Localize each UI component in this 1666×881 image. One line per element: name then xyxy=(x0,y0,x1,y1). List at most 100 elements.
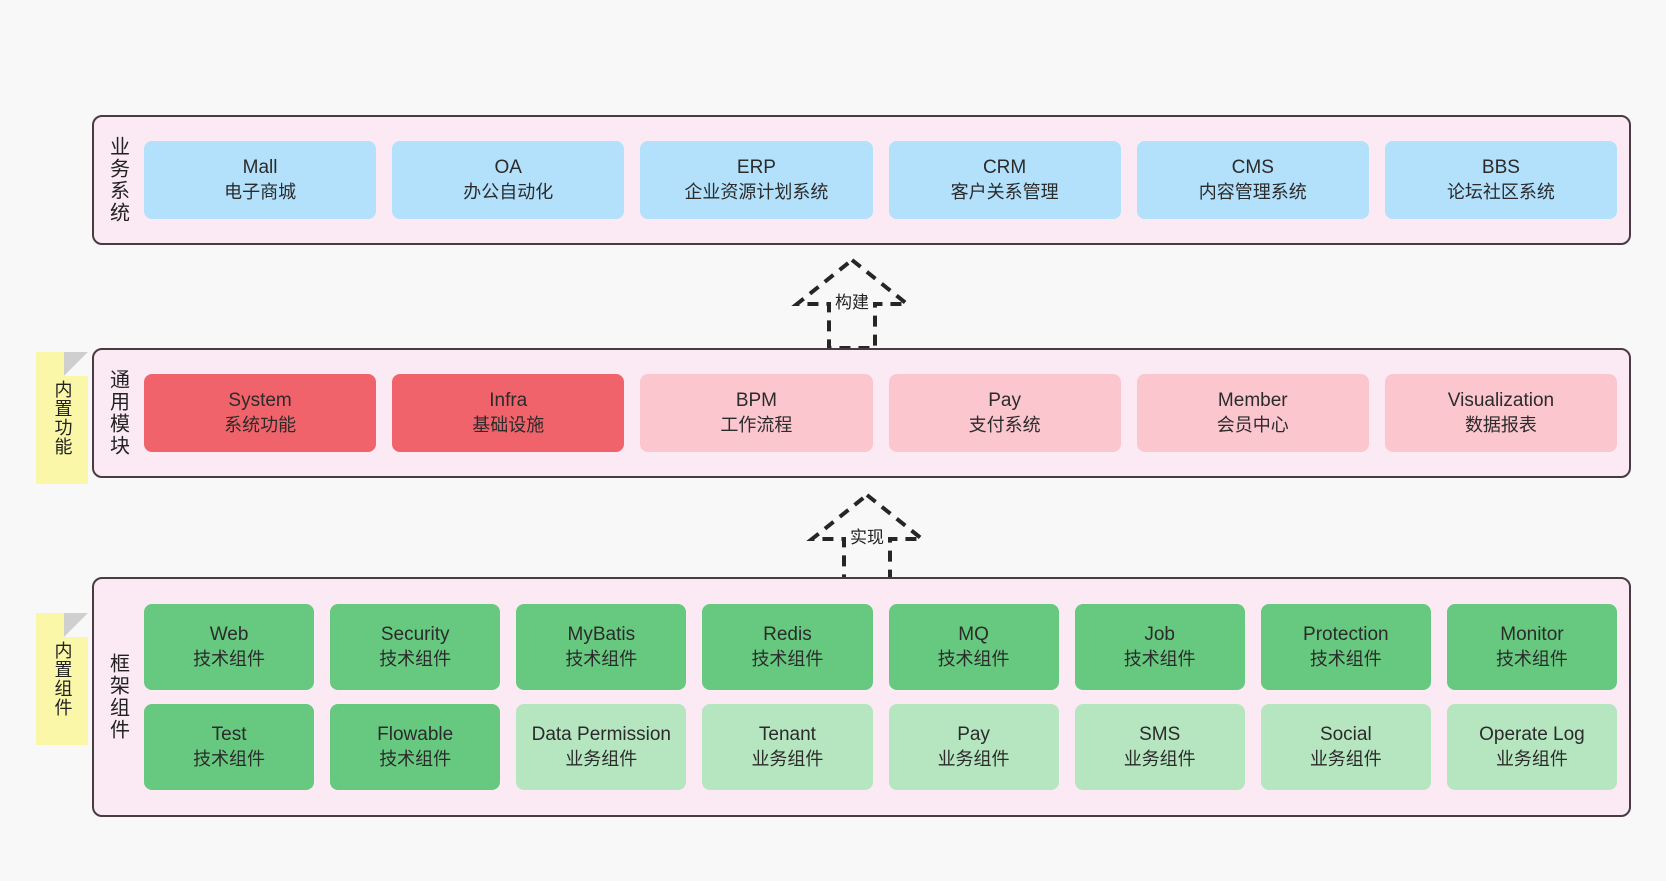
component-card-subtitle: 工作流程 xyxy=(720,414,793,435)
component-card-subtitle: 技术组件 xyxy=(379,748,452,769)
component-card-title: Tenant xyxy=(758,724,816,746)
component-card-title: Pay xyxy=(988,390,1021,412)
component-card-title: Test xyxy=(211,724,247,746)
component-card-title: Member xyxy=(1217,390,1288,412)
component-card-title: SMS xyxy=(1139,724,1181,746)
component-card-title: Social xyxy=(1319,724,1372,746)
connector-build: 构建 xyxy=(757,252,947,352)
component-card-subtitle: 技术组件 xyxy=(565,648,638,669)
component-card-subtitle: 业务组件 xyxy=(1123,748,1196,769)
component-card-title: CMS xyxy=(1231,157,1274,179)
component-card-title: BBS xyxy=(1481,157,1520,179)
component-card-subtitle: 企业资源计划系统 xyxy=(684,181,829,202)
component-card-subtitle: 技术组件 xyxy=(379,648,452,669)
component-card-title: Pay xyxy=(957,724,990,746)
component-card-title: OA xyxy=(494,157,522,179)
component-card-title: Monitor xyxy=(1500,624,1564,646)
component-card-title: Protection xyxy=(1303,624,1389,646)
component-card-subtitle: 客户关系管理 xyxy=(950,181,1059,202)
component-card-subtitle: 技术组件 xyxy=(193,648,266,669)
note-builtin-components-label: 内置组件 xyxy=(52,641,73,717)
component-card-title: Flowable xyxy=(377,724,454,746)
component-card-subtitle: 业务组件 xyxy=(565,748,638,769)
component-card-title: Data Permission xyxy=(531,724,671,746)
component-card-title: Infra xyxy=(489,390,528,412)
component-card-title: System xyxy=(228,390,292,412)
component-card-subtitle: 数据报表 xyxy=(1464,414,1537,435)
layer-title-framework-components: 框架组件 xyxy=(106,653,129,741)
layer-title-common-modules: 通用模块 xyxy=(106,369,129,457)
component-card-subtitle: 业务组件 xyxy=(751,748,824,769)
component-card-title: Visualization xyxy=(1447,390,1555,412)
component-card-subtitle: 技术组件 xyxy=(1309,648,1382,669)
component-card-subtitle: 技术组件 xyxy=(1123,648,1196,669)
note-builtin-components: 内置组件 xyxy=(36,613,88,745)
layer-title-business-systems: 业务系统 xyxy=(106,136,129,224)
component-card-subtitle: 内容管理系统 xyxy=(1198,181,1307,202)
note-builtin-features-label: 内置功能 xyxy=(52,380,73,456)
connector-implement-label: 实现 xyxy=(850,528,884,547)
component-card-subtitle: 技术组件 xyxy=(193,748,266,769)
component-card-subtitle: 办公自动化 xyxy=(463,181,554,202)
connector-build-label: 构建 xyxy=(835,293,869,312)
component-card-title: ERP xyxy=(736,157,776,179)
component-card-title: Redis xyxy=(763,624,812,646)
note-builtin-features: 内置功能 xyxy=(36,352,88,484)
component-card-title: BPM xyxy=(735,390,778,412)
component-card-subtitle: 业务组件 xyxy=(937,748,1010,769)
component-card-subtitle: 技术组件 xyxy=(1495,648,1568,669)
component-card-subtitle: 支付系统 xyxy=(968,414,1041,435)
component-card-title: Security xyxy=(380,624,450,646)
component-card-title: MQ xyxy=(958,624,989,646)
component-card-title: Web xyxy=(209,624,249,646)
component-card-subtitle: 基础设施 xyxy=(472,414,545,435)
component-card-subtitle: 业务组件 xyxy=(1495,748,1568,769)
component-card-title: Mall xyxy=(242,157,278,179)
component-card-title: Operate Log xyxy=(1479,724,1585,746)
component-card-subtitle: 会员中心 xyxy=(1216,414,1289,435)
component-card-subtitle: 业务组件 xyxy=(1309,748,1382,769)
component-card-subtitle: 论坛社区系统 xyxy=(1446,181,1555,202)
connector-implement: 实现 xyxy=(772,487,962,587)
component-card-subtitle: 技术组件 xyxy=(751,648,824,669)
